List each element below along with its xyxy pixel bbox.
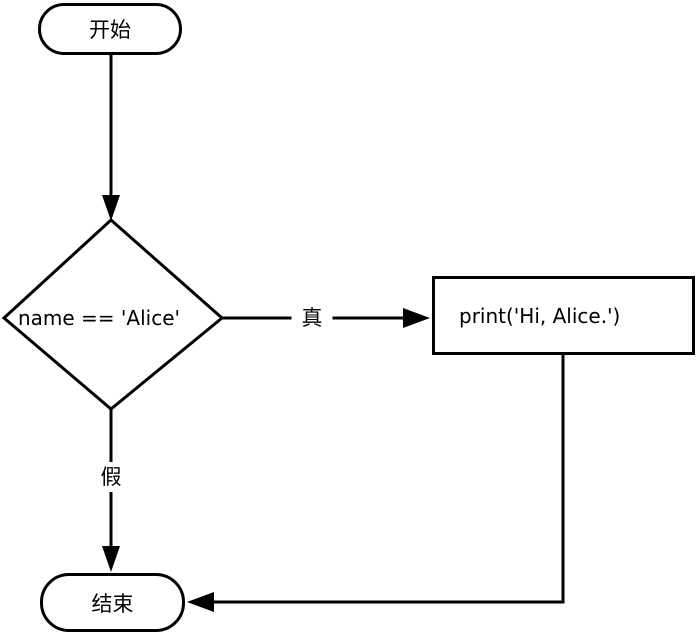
- condition-node-label: name == 'Alice': [17, 306, 181, 330]
- arrowhead-down-icon: [102, 195, 120, 221]
- condition-node: name == 'Alice': [4, 305, 194, 331]
- arrowhead-down-icon: [102, 546, 120, 572]
- process-node: print('Hi, Alice.'): [432, 276, 695, 355]
- arrowhead-right-icon: [403, 308, 430, 328]
- process-node-label: print('Hi, Alice.'): [459, 303, 621, 328]
- start-node-label: 开始: [89, 18, 131, 42]
- edge-label-false: 假: [90, 462, 132, 492]
- end-node-label: 结束: [91, 591, 134, 616]
- start-node: 开始: [38, 3, 182, 55]
- edge-process-to-end: [212, 355, 565, 604]
- edge-label-true: 真: [291, 303, 333, 333]
- arrowhead-left-icon: [187, 592, 214, 612]
- end-node: 结束: [40, 573, 185, 632]
